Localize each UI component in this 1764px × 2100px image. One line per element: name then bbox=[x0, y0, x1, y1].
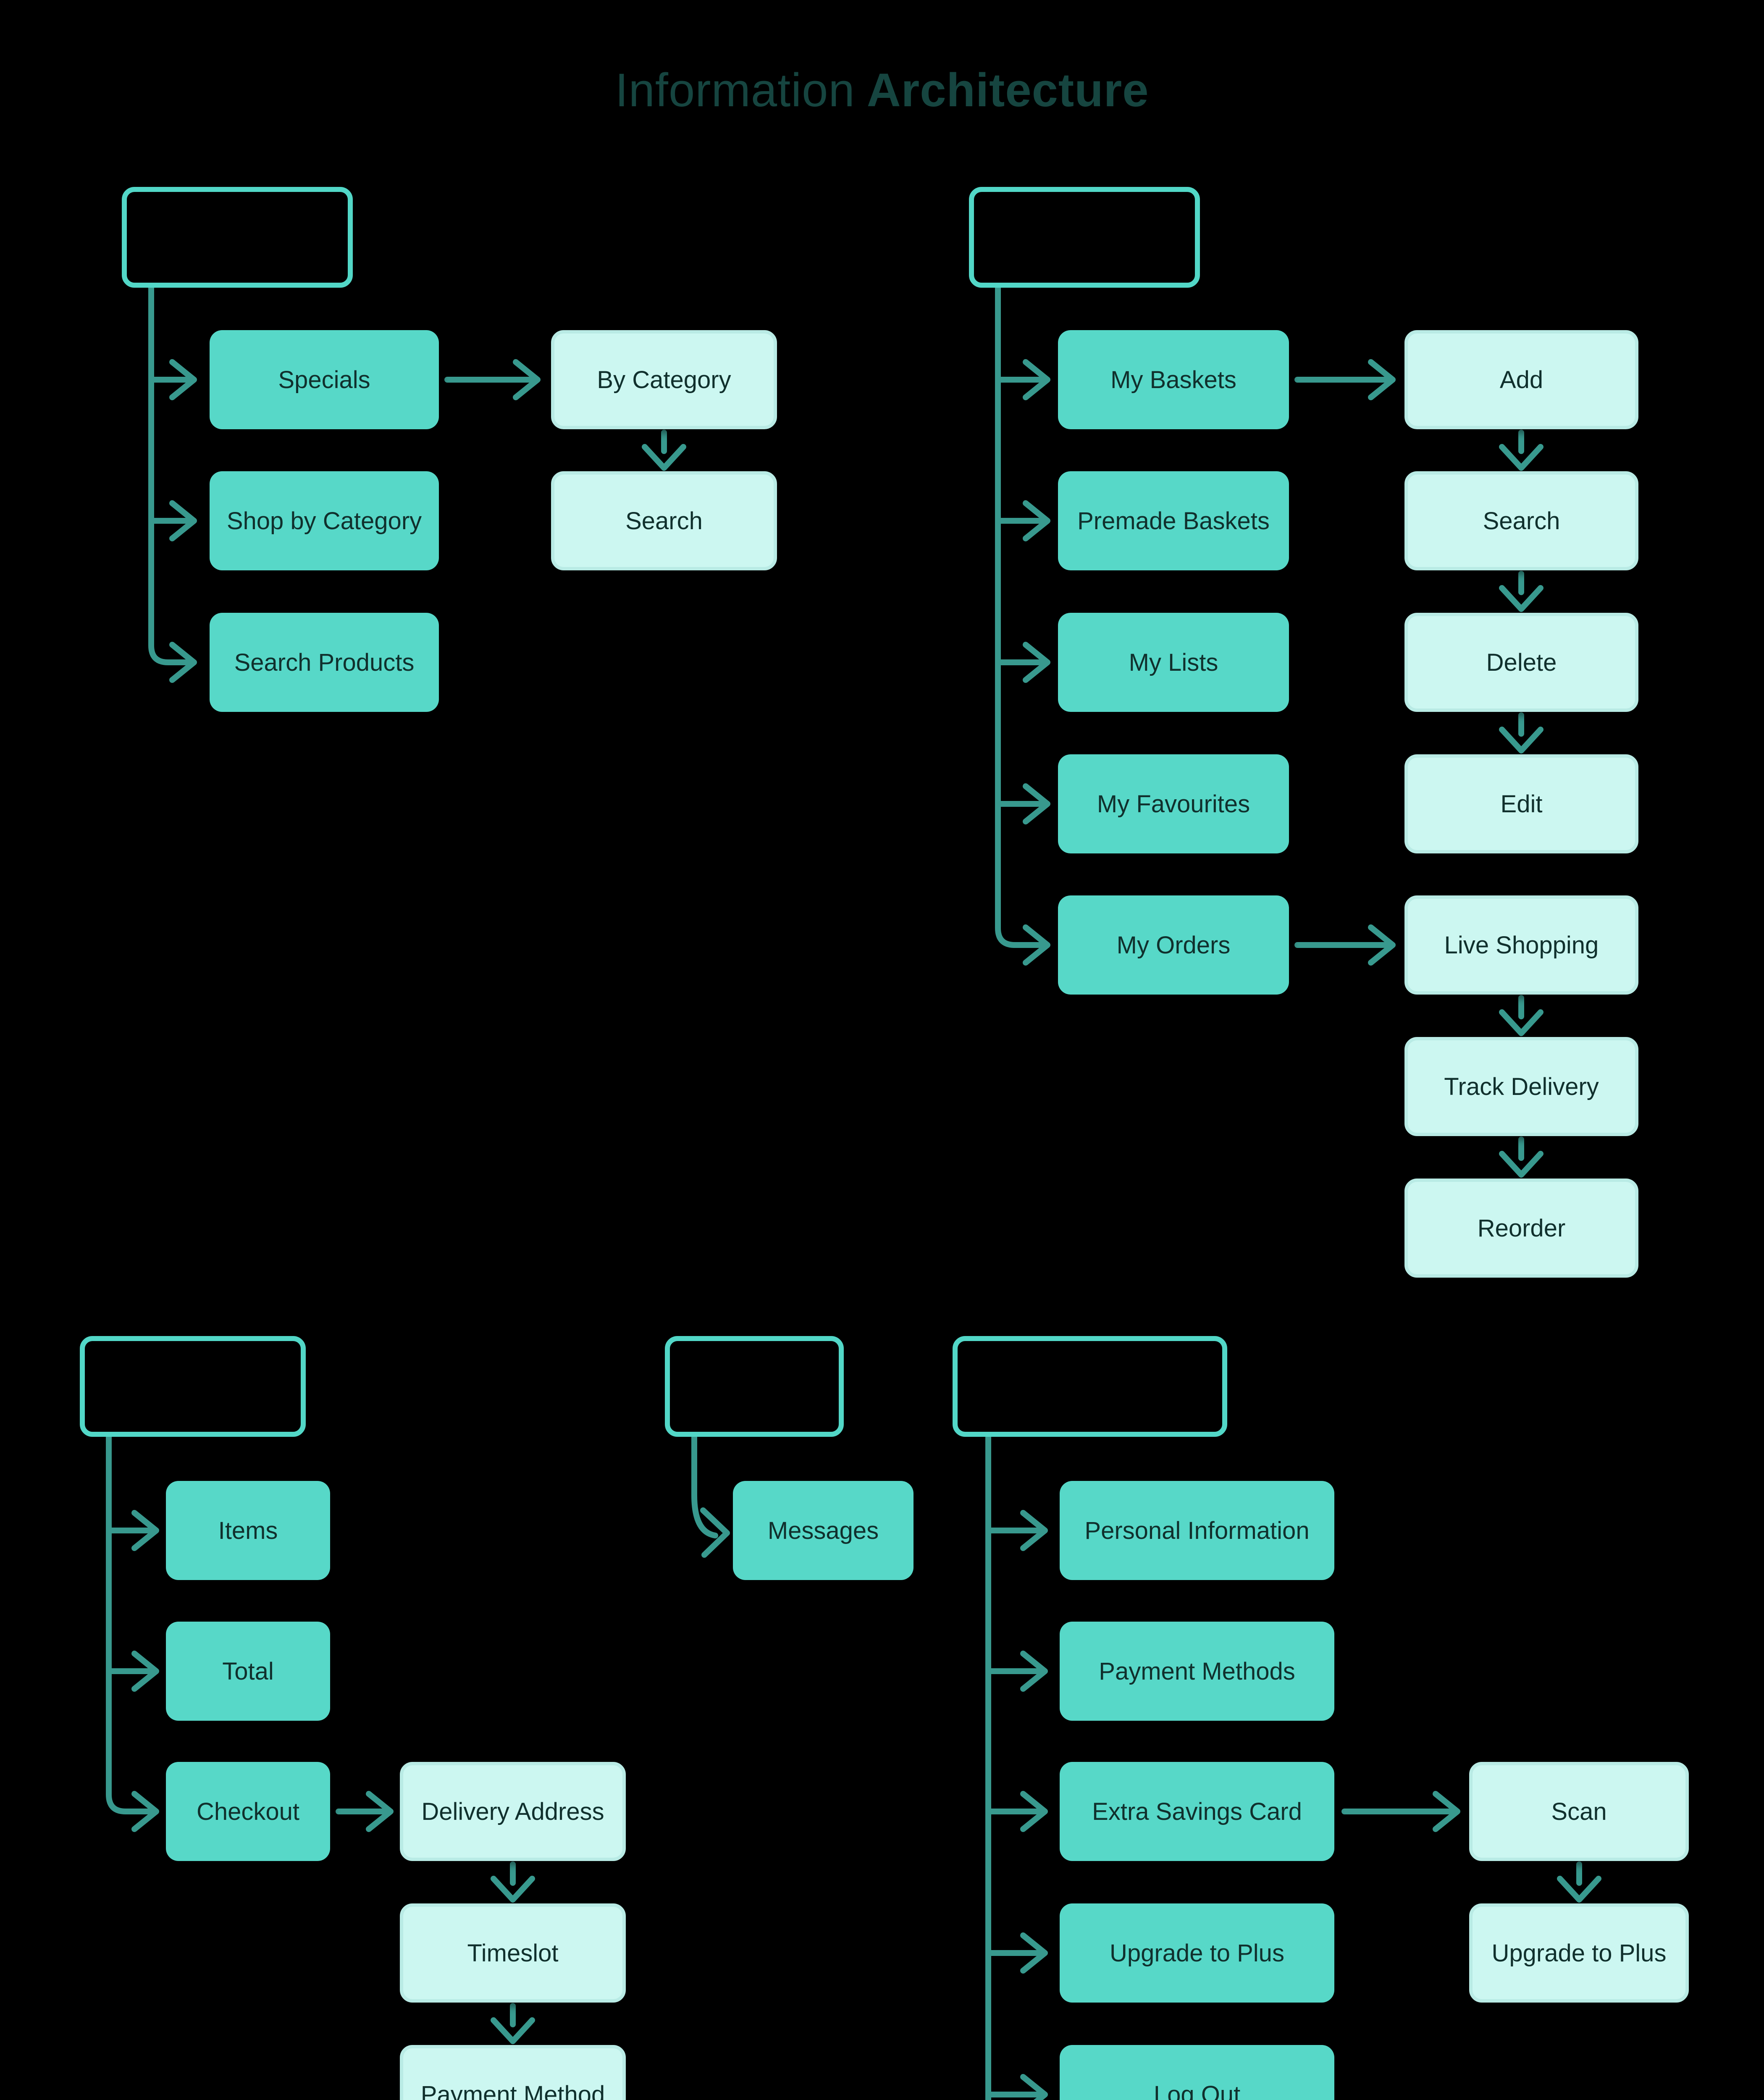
branch-baskets-2 bbox=[995, 500, 1050, 541]
node-shop-search: Search bbox=[551, 471, 777, 570]
root-box-shop bbox=[122, 187, 353, 288]
node-specials: Specials bbox=[210, 330, 439, 429]
branch-account-2 bbox=[985, 1651, 1048, 1692]
spine-baskets bbox=[995, 283, 1050, 966]
chevron-scan-upgradetoplus bbox=[1557, 1861, 1601, 1903]
node-my-favourites: My Favourites bbox=[1058, 754, 1289, 853]
node-track-delivery: Track Delivery bbox=[1404, 1037, 1638, 1136]
branch-cart-total bbox=[106, 1651, 159, 1692]
node-timeslot: Timeslot bbox=[400, 1903, 626, 2003]
arrow-checkout-deliveryaddress bbox=[336, 1791, 394, 1832]
node-log-out: Log Out bbox=[1060, 2045, 1334, 2100]
node-add: Add bbox=[1404, 330, 1638, 429]
node-items: Items bbox=[166, 1481, 330, 1580]
node-reorder: Reorder bbox=[1404, 1179, 1638, 1278]
node-upgrade-to-plus-sub: Upgrade to Plus bbox=[1469, 1903, 1689, 2003]
root-box-account bbox=[953, 1336, 1227, 1437]
spine-messages bbox=[691, 1432, 730, 1558]
spine-cart bbox=[106, 1432, 159, 1832]
node-baskets-search: Search bbox=[1404, 471, 1638, 570]
branch-shop-specials bbox=[148, 359, 197, 400]
node-my-lists: My Lists bbox=[1058, 613, 1289, 712]
branch-shop-category bbox=[148, 500, 197, 541]
node-payment-methods: Payment Methods bbox=[1060, 1622, 1334, 1721]
chevron-add-search bbox=[1499, 430, 1544, 471]
node-live-shopping: Live Shopping bbox=[1404, 895, 1638, 995]
branch-account-3 bbox=[985, 1791, 1048, 1832]
chevron-search-delete bbox=[1499, 571, 1544, 612]
branch-baskets-4 bbox=[995, 783, 1050, 824]
node-extra-savings-card: Extra Savings Card bbox=[1060, 1762, 1334, 1861]
arrow-mybaskets-add bbox=[1294, 359, 1396, 400]
title-word-regular: Information bbox=[615, 64, 855, 116]
node-my-baskets: My Baskets bbox=[1058, 330, 1289, 429]
root-box-baskets bbox=[969, 187, 1200, 288]
chevron-bycategory-search bbox=[642, 430, 686, 471]
node-messages: Messages bbox=[733, 1481, 914, 1580]
node-delete: Delete bbox=[1404, 613, 1638, 712]
branch-account-4 bbox=[985, 1932, 1048, 1974]
node-shop-by-category: Shop by Category bbox=[210, 471, 439, 570]
branch-baskets-3 bbox=[995, 642, 1050, 683]
chevron-delete-edit bbox=[1499, 712, 1544, 753]
chevron-trackdelivery-reorder bbox=[1499, 1137, 1544, 1178]
title-word-bold: Architecture bbox=[866, 64, 1149, 116]
arrow-specials-bycategory bbox=[444, 359, 541, 400]
chevron-timeslot-paymentmethod bbox=[491, 2003, 535, 2044]
chevron-deliveryaddress-timeslot bbox=[491, 1861, 535, 1903]
branch-account-1 bbox=[985, 1510, 1048, 1551]
root-box-messages bbox=[665, 1336, 844, 1437]
arrow-myorders-liveshopping bbox=[1294, 924, 1396, 966]
spine-shop bbox=[148, 283, 197, 683]
node-upgrade-to-plus: Upgrade to Plus bbox=[1060, 1903, 1334, 2003]
node-delivery-address-1: Delivery Address bbox=[400, 1762, 626, 1861]
branch-baskets-1 bbox=[995, 359, 1050, 400]
node-total: Total bbox=[166, 1622, 330, 1721]
branch-cart-items bbox=[106, 1510, 159, 1551]
branch-account-5 bbox=[985, 2074, 1048, 2100]
node-personal-information: Personal Information bbox=[1060, 1481, 1334, 1580]
node-scan: Scan bbox=[1469, 1762, 1689, 1861]
node-my-orders: My Orders bbox=[1058, 895, 1289, 995]
root-box-cart bbox=[80, 1336, 306, 1437]
arrow-savingscard-scan bbox=[1341, 1791, 1460, 1832]
node-edit: Edit bbox=[1404, 754, 1638, 853]
node-search-products: Search Products bbox=[210, 613, 439, 712]
node-by-category: By Category bbox=[551, 330, 777, 429]
node-premade-baskets: Premade Baskets bbox=[1058, 471, 1289, 570]
chevron-liveshopping-trackdelivery bbox=[1499, 995, 1544, 1036]
node-payment-method: Payment Method bbox=[400, 2045, 626, 2100]
node-checkout: Checkout bbox=[166, 1762, 330, 1861]
